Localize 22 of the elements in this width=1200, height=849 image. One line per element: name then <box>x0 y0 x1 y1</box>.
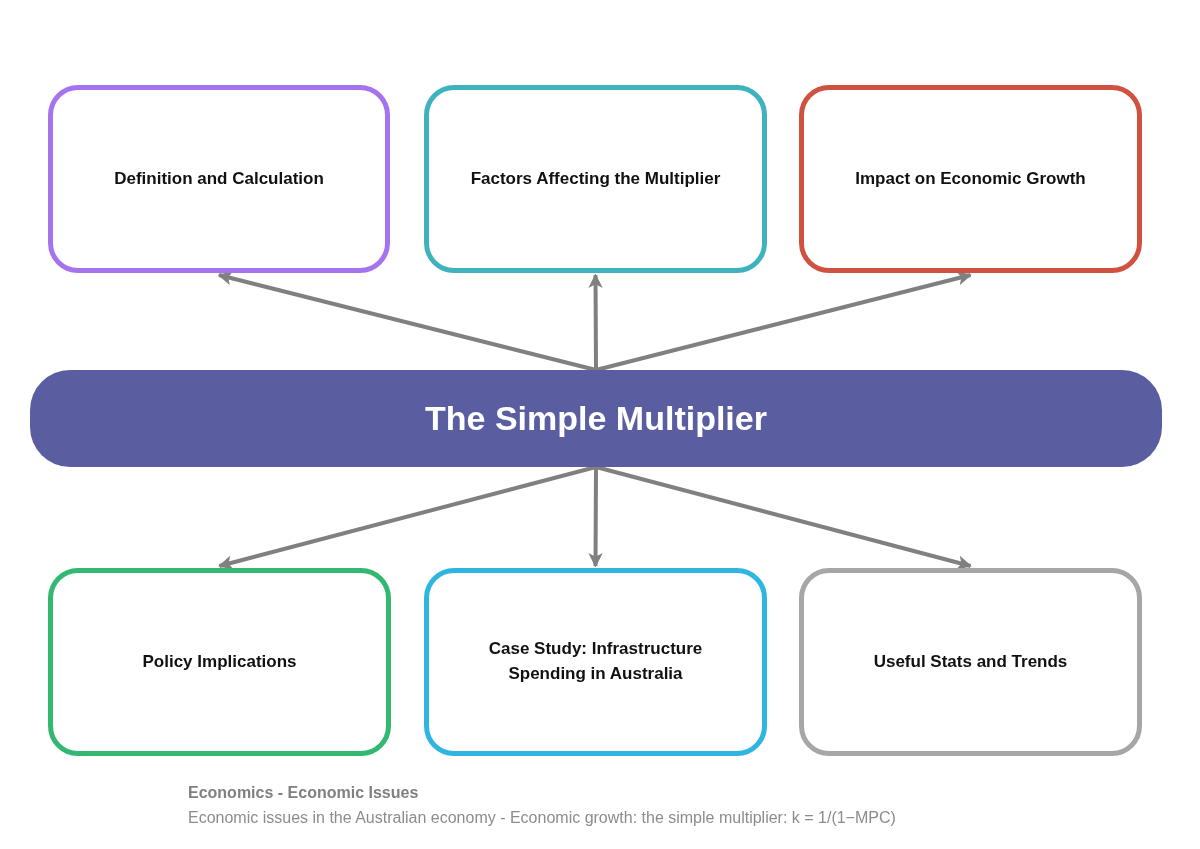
footer-note: Economic issues in the Australian economy - Economic growth: the simple multiplier: k = 1/(1−MPC) <box>188 808 896 828</box>
topic-label: Impact on Economic Growth <box>855 167 1086 190</box>
topic-box <box>799 85 1142 273</box>
arrow <box>218 465 597 570</box>
footer-heading: Economics - Economic Issues <box>188 783 420 803</box>
arrow <box>588 467 603 568</box>
topic-box <box>424 568 767 756</box>
arrow <box>217 271 597 372</box>
topic-label: Policy Implications <box>142 650 297 673</box>
arrow <box>595 271 972 372</box>
topic-label: Factors Affecting the Multiplier <box>470 167 721 190</box>
arrow <box>588 273 603 370</box>
topic-box <box>48 85 390 273</box>
topic-label: Case Study: Infrastructure Spending in Australia <box>487 638 704 685</box>
central-topic-bar <box>30 370 1162 467</box>
topic-box <box>799 568 1142 756</box>
arrow <box>595 465 972 570</box>
topic-label: Definition and Calculation <box>114 167 324 190</box>
topic-box <box>424 85 767 273</box>
central-topic-title: The Simple Multiplier <box>425 398 767 439</box>
topic-box <box>48 568 391 756</box>
topic-label: Useful Stats and Trends <box>873 650 1068 673</box>
